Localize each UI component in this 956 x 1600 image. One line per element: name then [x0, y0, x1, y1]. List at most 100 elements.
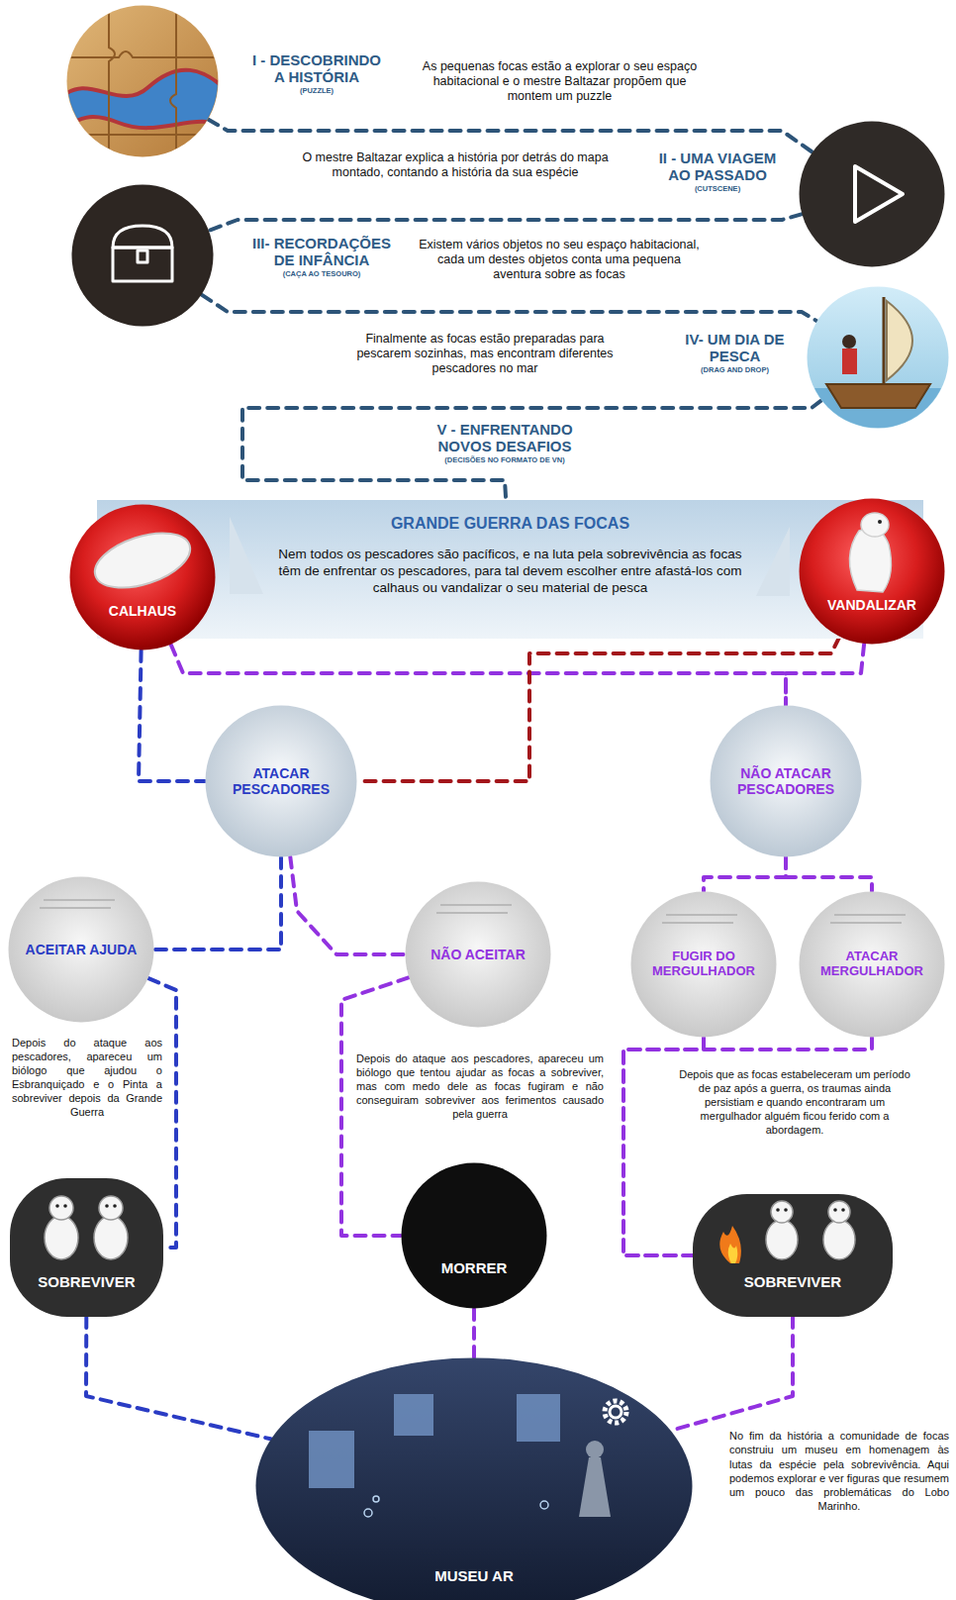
dashed-connector: [472, 1308, 477, 1357]
stage-circle-outline: [806, 286, 950, 429]
stage-circle-shape: [799, 121, 946, 268]
chest-body: [112, 247, 173, 282]
seal-head: [770, 1200, 793, 1223]
settings-gear-hub: [609, 1405, 622, 1418]
text-group: III- RECORDAÇÕES DE INFÂNCIA(CAÇA AO TES…: [242, 235, 401, 280]
faint-sail: [756, 526, 790, 596]
campfire: [719, 1225, 742, 1263]
stage-type: (DRAG AND DROP): [672, 365, 797, 377]
eye: [63, 1203, 68, 1208]
newsprint: [830, 914, 906, 923]
text-group: II - UMA VIAGEM AO PASSADO(CUTSCENE): [648, 150, 787, 194]
seal-figure: [849, 512, 891, 592]
choice-circle: VANDALIZAR: [798, 497, 946, 645]
seal-eye: [877, 519, 882, 524]
branch-circle: NÃO ACEITAR: [404, 880, 552, 1028]
branch-circle-shape: [631, 891, 777, 1038]
branch-circle: ATACAR MERGULHADOR: [798, 890, 946, 1038]
eye: [833, 1207, 838, 1212]
ending-pill-shape: [9, 1177, 164, 1317]
seal-head: [828, 1200, 851, 1223]
ending-circle-outline: [400, 1161, 548, 1309]
newsprint: [662, 914, 738, 923]
stage-circle-shape: [72, 185, 214, 327]
band-title: GRANDE GUERRA DAS FOCAS: [275, 513, 746, 533]
choice-circle-outline: [69, 503, 216, 651]
text-group: FUGIR DO MERGULHADOR: [640, 949, 767, 979]
stage-circle: II - UMA VIAGEM AO PASSADO(CUTSCENE): [798, 120, 946, 268]
stage-circle-outline: [798, 120, 946, 268]
seal-head: [860, 512, 889, 537]
ending-label: SOBREVIVER: [14, 1272, 159, 1291]
branch-circle: ATACAR PESCADORES: [204, 704, 358, 858]
ending-pill: SOBREVIVER: [9, 1177, 164, 1317]
ending-pill-shape: [692, 1193, 893, 1317]
text-group: VANDALIZAR: [808, 596, 936, 614]
eye: [104, 1203, 109, 1208]
settings-gear: [604, 1400, 627, 1423]
puzzle-seam: [59, 51, 228, 58]
eye: [783, 1207, 788, 1212]
fisher-body: [842, 348, 858, 375]
text-group: CALHAUS: [79, 602, 206, 620]
branch-circle-shape: [8, 876, 155, 1023]
museum-oval: MUSEU AR: [255, 1356, 693, 1600]
dashed-connector: [242, 400, 822, 500]
dashed-connector: [341, 976, 409, 1236]
play-icon: [855, 166, 903, 222]
info-panel: [393, 1393, 434, 1435]
stage-title: I - DESCOBRINDO A HISTÓRIA: [247, 52, 386, 87]
seal-body: [849, 528, 891, 592]
eye: [55, 1203, 60, 1208]
stage-description: Existem vários objetos no seu espaço hab…: [415, 237, 703, 283]
ending-pill-outline: [9, 1177, 164, 1317]
seal-pair: [44, 1195, 856, 1259]
eye: [775, 1207, 780, 1212]
stage-title: IV- UM DIA DE PESCA: [672, 331, 797, 366]
stage-type: (CUTSCENE): [648, 184, 787, 195]
branch-label: NÃO ACEITAR: [416, 946, 540, 962]
branch-circle: ACEITAR AJUDA: [7, 875, 155, 1023]
boat-sail: [886, 300, 913, 381]
fisher-head: [842, 334, 857, 349]
ending-circle-shape: [401, 1162, 548, 1309]
branch-circle-shape: [405, 881, 552, 1028]
dashed-connector: [670, 1316, 793, 1431]
text-group: IV- UM DIA DE PESCA(DRAG AND DROP): [672, 331, 797, 376]
dashed-connector: [154, 857, 282, 950]
stage-circle-shape: [807, 286, 950, 429]
stage-circle: III- RECORDAÇÕES DE INFÂNCIA(CAÇA AO TES…: [71, 184, 214, 327]
text-group: NÃO ACEITAR: [416, 946, 540, 962]
branch-circle: FUGIR DO MERGULHADOR: [630, 890, 777, 1038]
boat-mast: [882, 296, 886, 384]
campfire-core: [728, 1242, 739, 1263]
choice-circle-outline: [798, 497, 946, 645]
text-group: SOBREVIVER: [697, 1272, 888, 1291]
dashed-connector: [86, 1316, 271, 1438]
eye: [841, 1207, 846, 1212]
choice-label: CALHAUS: [79, 602, 206, 620]
seal-eyes: [55, 1203, 846, 1212]
outcome-description: Depois do ataque aos pescadores, aparece…: [11, 1035, 163, 1119]
seal-body: [765, 1219, 798, 1259]
dashed-connector: [201, 294, 817, 321]
museum-oval-shape: [256, 1357, 693, 1600]
museum-oval-outline: [255, 1356, 693, 1600]
stage-title: II - UMA VIAGEM AO PASSADO: [648, 150, 787, 185]
seal-head: [49, 1195, 74, 1220]
branch-label: ATACAR MERGULHADOR: [808, 949, 936, 979]
text-group: ATACAR MERGULHADOR: [808, 949, 936, 979]
stage-type: (CAÇA AO TESOURO): [242, 269, 401, 281]
ending-circle: MORRER: [400, 1161, 548, 1309]
choice-circle-shape: [799, 498, 946, 645]
choice-circle: CALHAUS: [69, 503, 216, 651]
text-group: SOBREVIVER: [14, 1272, 159, 1291]
branch-label: FUGIR DO MERGULHADOR: [640, 949, 767, 979]
puzzle-seam: [108, 0, 115, 169]
stage-description: O mestre Baltazar explica a história por…: [296, 150, 614, 181]
chest-lid: [112, 225, 173, 248]
dashed-connector: [785, 644, 864, 705]
branch-circle-shape: [799, 891, 946, 1038]
branch-circle-shape: [205, 705, 358, 858]
ending-label: SOBREVIVER: [697, 1272, 888, 1291]
